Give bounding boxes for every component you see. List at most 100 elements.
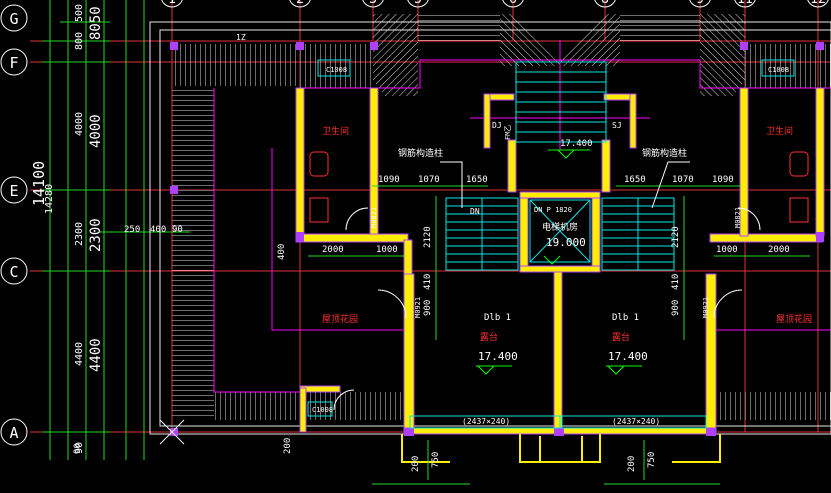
svg-text:2000: 2000 <box>322 245 344 255</box>
door-swings <box>333 207 761 411</box>
room-labels: 电梯机房 19.000 17.400 17.400 17.400 屋顶花园 屋顶… <box>236 33 812 426</box>
label-door-left: Dlb 1 <box>484 313 511 323</box>
label-stair-dn: DN <box>470 207 480 216</box>
axis-bubble-c <box>0 257 28 285</box>
dim-90: 90 <box>74 442 85 454</box>
dim-14280: 14280 <box>44 184 55 214</box>
roof-slopes <box>172 14 831 420</box>
svg-text:1650: 1650 <box>466 175 488 185</box>
axis-label-g: G <box>9 10 18 28</box>
label-left-toilet: 卫生间 <box>322 125 349 137</box>
axis-label-c: C <box>9 263 18 281</box>
svg-text:410: 410 <box>671 274 681 290</box>
level-markers <box>476 149 642 375</box>
svg-text:750: 750 <box>431 452 441 468</box>
label-slope: 1Z <box>236 33 246 42</box>
dim-4400-large: 4400 <box>88 338 104 372</box>
svg-text:400: 400 <box>150 225 166 235</box>
axis-label-12: 12 <box>810 0 826 7</box>
axis-bubble-a <box>0 418 28 446</box>
column-axis-bubbles <box>161 0 829 8</box>
label-vent: FM乙 <box>504 125 512 140</box>
label-right-note: 钢筋构造柱 <box>642 147 687 159</box>
svg-text:900: 900 <box>423 300 433 316</box>
svg-text:400: 400 <box>277 244 287 260</box>
label-beam-right: (2437×240) <box>612 417 660 426</box>
dim-800: 800 <box>74 32 85 50</box>
dim-2300-large: 2300 <box>88 218 104 252</box>
left-dimension-lines <box>42 0 190 460</box>
svg-text:200: 200 <box>411 456 421 472</box>
svg-text:200: 200 <box>283 438 293 454</box>
dim-4400-small: 4400 <box>74 342 85 366</box>
svg-text:250: 250 <box>124 225 140 235</box>
walls <box>295 87 825 435</box>
leader-lines <box>159 161 690 445</box>
dim-14100: 14100 <box>30 161 48 206</box>
label-left-terrace: 露台 <box>480 331 498 343</box>
svg-text:2000: 2000 <box>768 245 790 255</box>
label-left-room: 屋顶花园 <box>322 313 358 325</box>
label-c1008-a: C1008 <box>326 66 347 74</box>
stair-right <box>601 197 675 271</box>
svg-text:1000: 1000 <box>716 245 738 255</box>
column-axis-labels: 1 2 3 5 6 8 9 11 12 <box>168 0 826 7</box>
svg-text:200: 200 <box>627 456 637 472</box>
label-level-top: 17.400 <box>560 139 593 149</box>
svg-text:1000: 1000 <box>376 245 398 255</box>
center-dimension-lines <box>308 185 810 485</box>
row-axis-bubbles <box>0 4 28 446</box>
center-dimension-text: 1090 1070 1650 1650 1070 1090 2000 1000 … <box>73 175 790 472</box>
left-dimension-text: 500 800 4000 2300 4400 90 14280 <box>44 4 85 454</box>
svg-text:900: 900 <box>671 300 681 316</box>
axis-label-e: E <box>9 182 18 200</box>
axis-label-9: 9 <box>696 0 704 7</box>
dim-500: 500 <box>74 4 85 22</box>
axis-bubble-g <box>0 4 28 32</box>
dim-8050: 8050 <box>88 6 104 40</box>
svg-text:90: 90 <box>73 443 83 454</box>
elevator-shaft <box>529 199 591 263</box>
roof-boundaries <box>213 40 831 393</box>
windows <box>307 59 795 429</box>
label-level-right: 17.400 <box>608 350 648 363</box>
dim-4000-large: 4000 <box>88 114 104 148</box>
axis-label-5: 5 <box>414 0 422 7</box>
axis-bubble-e <box>0 176 28 204</box>
axis-label-2: 2 <box>296 0 304 7</box>
svg-text:410: 410 <box>423 274 433 290</box>
axis-label-f: F <box>9 54 18 72</box>
dim-4000-small: 4000 <box>74 112 85 136</box>
axis-label-a: A <box>9 424 18 442</box>
label-shaft-right: SJ <box>612 121 622 130</box>
svg-text:1090: 1090 <box>712 175 734 185</box>
label-shaft: DJ <box>492 121 502 130</box>
left-dimension-text-large: 8050 4000 2300 4400 14100 <box>30 6 104 372</box>
svg-text:1090: 1090 <box>378 175 400 185</box>
svg-text:750: 750 <box>647 452 657 468</box>
label-level-left: 17.400 <box>478 350 518 363</box>
label-c1008-c: C1008 <box>312 406 333 414</box>
label-door-right: Dlb 1 <box>612 313 639 323</box>
axis-label-11: 11 <box>737 0 753 7</box>
row-axis-labels: G F E C A <box>9 10 18 442</box>
axis-label-6: 6 <box>509 0 517 7</box>
svg-text:2120: 2120 <box>671 226 681 248</box>
svg-text:1650: 1650 <box>624 175 646 185</box>
label-elevator-door: DN P 1820 <box>534 206 572 214</box>
label-right-toilet: 卫生间 <box>766 125 793 137</box>
label-beam-left: (2437×240) <box>462 417 510 426</box>
label-m0821-a: M0821 <box>370 207 378 228</box>
label-right-room: 屋顶花园 <box>776 313 812 325</box>
column-posts <box>170 42 824 436</box>
stair-left <box>445 197 519 271</box>
label-elevator-room: 电梯机房 <box>542 221 578 233</box>
label-m0921-a: M0921 <box>414 297 422 318</box>
dim-2300-small: 2300 <box>74 222 85 246</box>
axis-label-3: 3 <box>369 0 377 7</box>
label-right-terrace: 露台 <box>612 331 630 343</box>
svg-text:1070: 1070 <box>418 175 440 185</box>
stair-top <box>515 61 607 143</box>
label-left-note: 钢筋构造柱 <box>398 147 443 159</box>
